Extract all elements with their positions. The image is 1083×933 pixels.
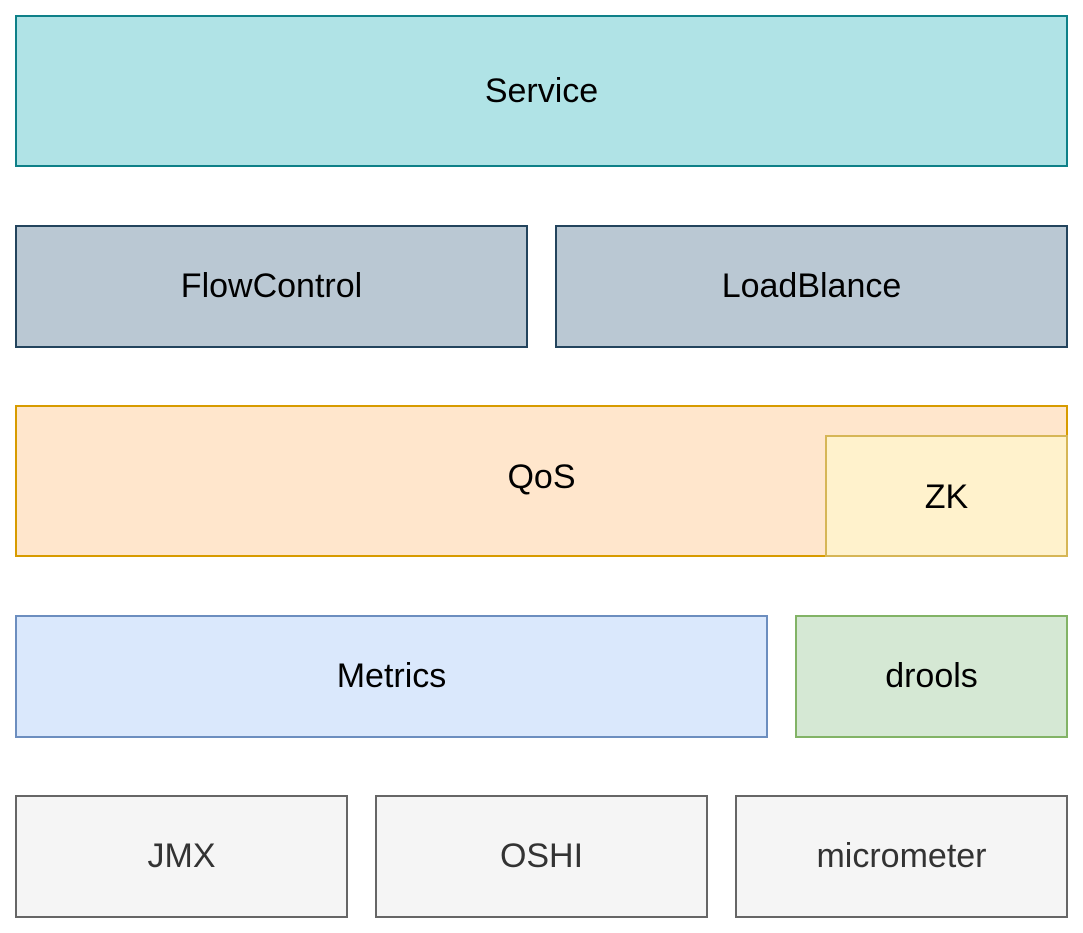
micrometer-block: micrometer [735, 795, 1068, 918]
zk-label: ZK [924, 477, 969, 516]
oshi-label: OSHI [499, 837, 584, 875]
loadblance-label: LoadBlance [721, 267, 902, 305]
service-label: Service [484, 71, 599, 110]
service-block: Service [15, 15, 1068, 167]
jmx-block: JMX [15, 795, 348, 918]
zk-block: ZK [825, 435, 1068, 557]
drools-label: drools [885, 657, 978, 695]
micrometer-label: micrometer [816, 837, 987, 875]
jmx-label: JMX [147, 837, 216, 875]
oshi-block: OSHI [375, 795, 708, 918]
loadblance-block: LoadBlance [555, 225, 1068, 348]
qos-label: QoS [507, 457, 576, 496]
metrics-label: Metrics [336, 657, 447, 695]
drools-block: drools [795, 615, 1068, 738]
metrics-block: Metrics [15, 615, 768, 738]
flowcontrol-block: FlowControl [15, 225, 528, 348]
flowcontrol-label: FlowControl [180, 267, 363, 305]
